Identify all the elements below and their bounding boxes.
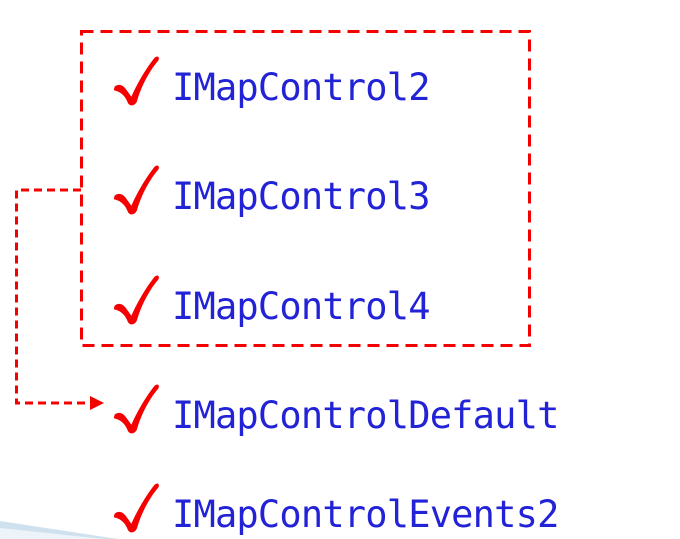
interface-label: IMapControlEvents2 — [172, 492, 559, 536]
interface-row: IMapControl4 — [110, 275, 431, 334]
checkmark-icon — [113, 483, 159, 533]
interface-label: IMapControl3 — [172, 174, 431, 218]
interface-row: IMapControlEvents2 — [110, 483, 559, 539]
interface-label: IMapControl4 — [172, 284, 431, 328]
checkmark-icon — [113, 275, 159, 325]
corner-decoration-fill — [0, 528, 104, 539]
interface-label: IMapControlDefault — [172, 393, 559, 437]
arrowhead-icon — [90, 396, 104, 410]
checkmark-icon — [113, 165, 159, 215]
interface-label: IMapControl2 — [172, 65, 431, 109]
checkmark-icon — [113, 384, 159, 434]
arrow-connector — [15, 188, 88, 405]
interface-row: IMapControl2 — [110, 56, 431, 115]
corner-decoration-edge — [0, 521, 118, 539]
interface-row: IMapControl3 — [110, 165, 431, 224]
interface-row: IMapControlDefault — [110, 384, 559, 443]
checkmark-icon — [113, 56, 159, 106]
